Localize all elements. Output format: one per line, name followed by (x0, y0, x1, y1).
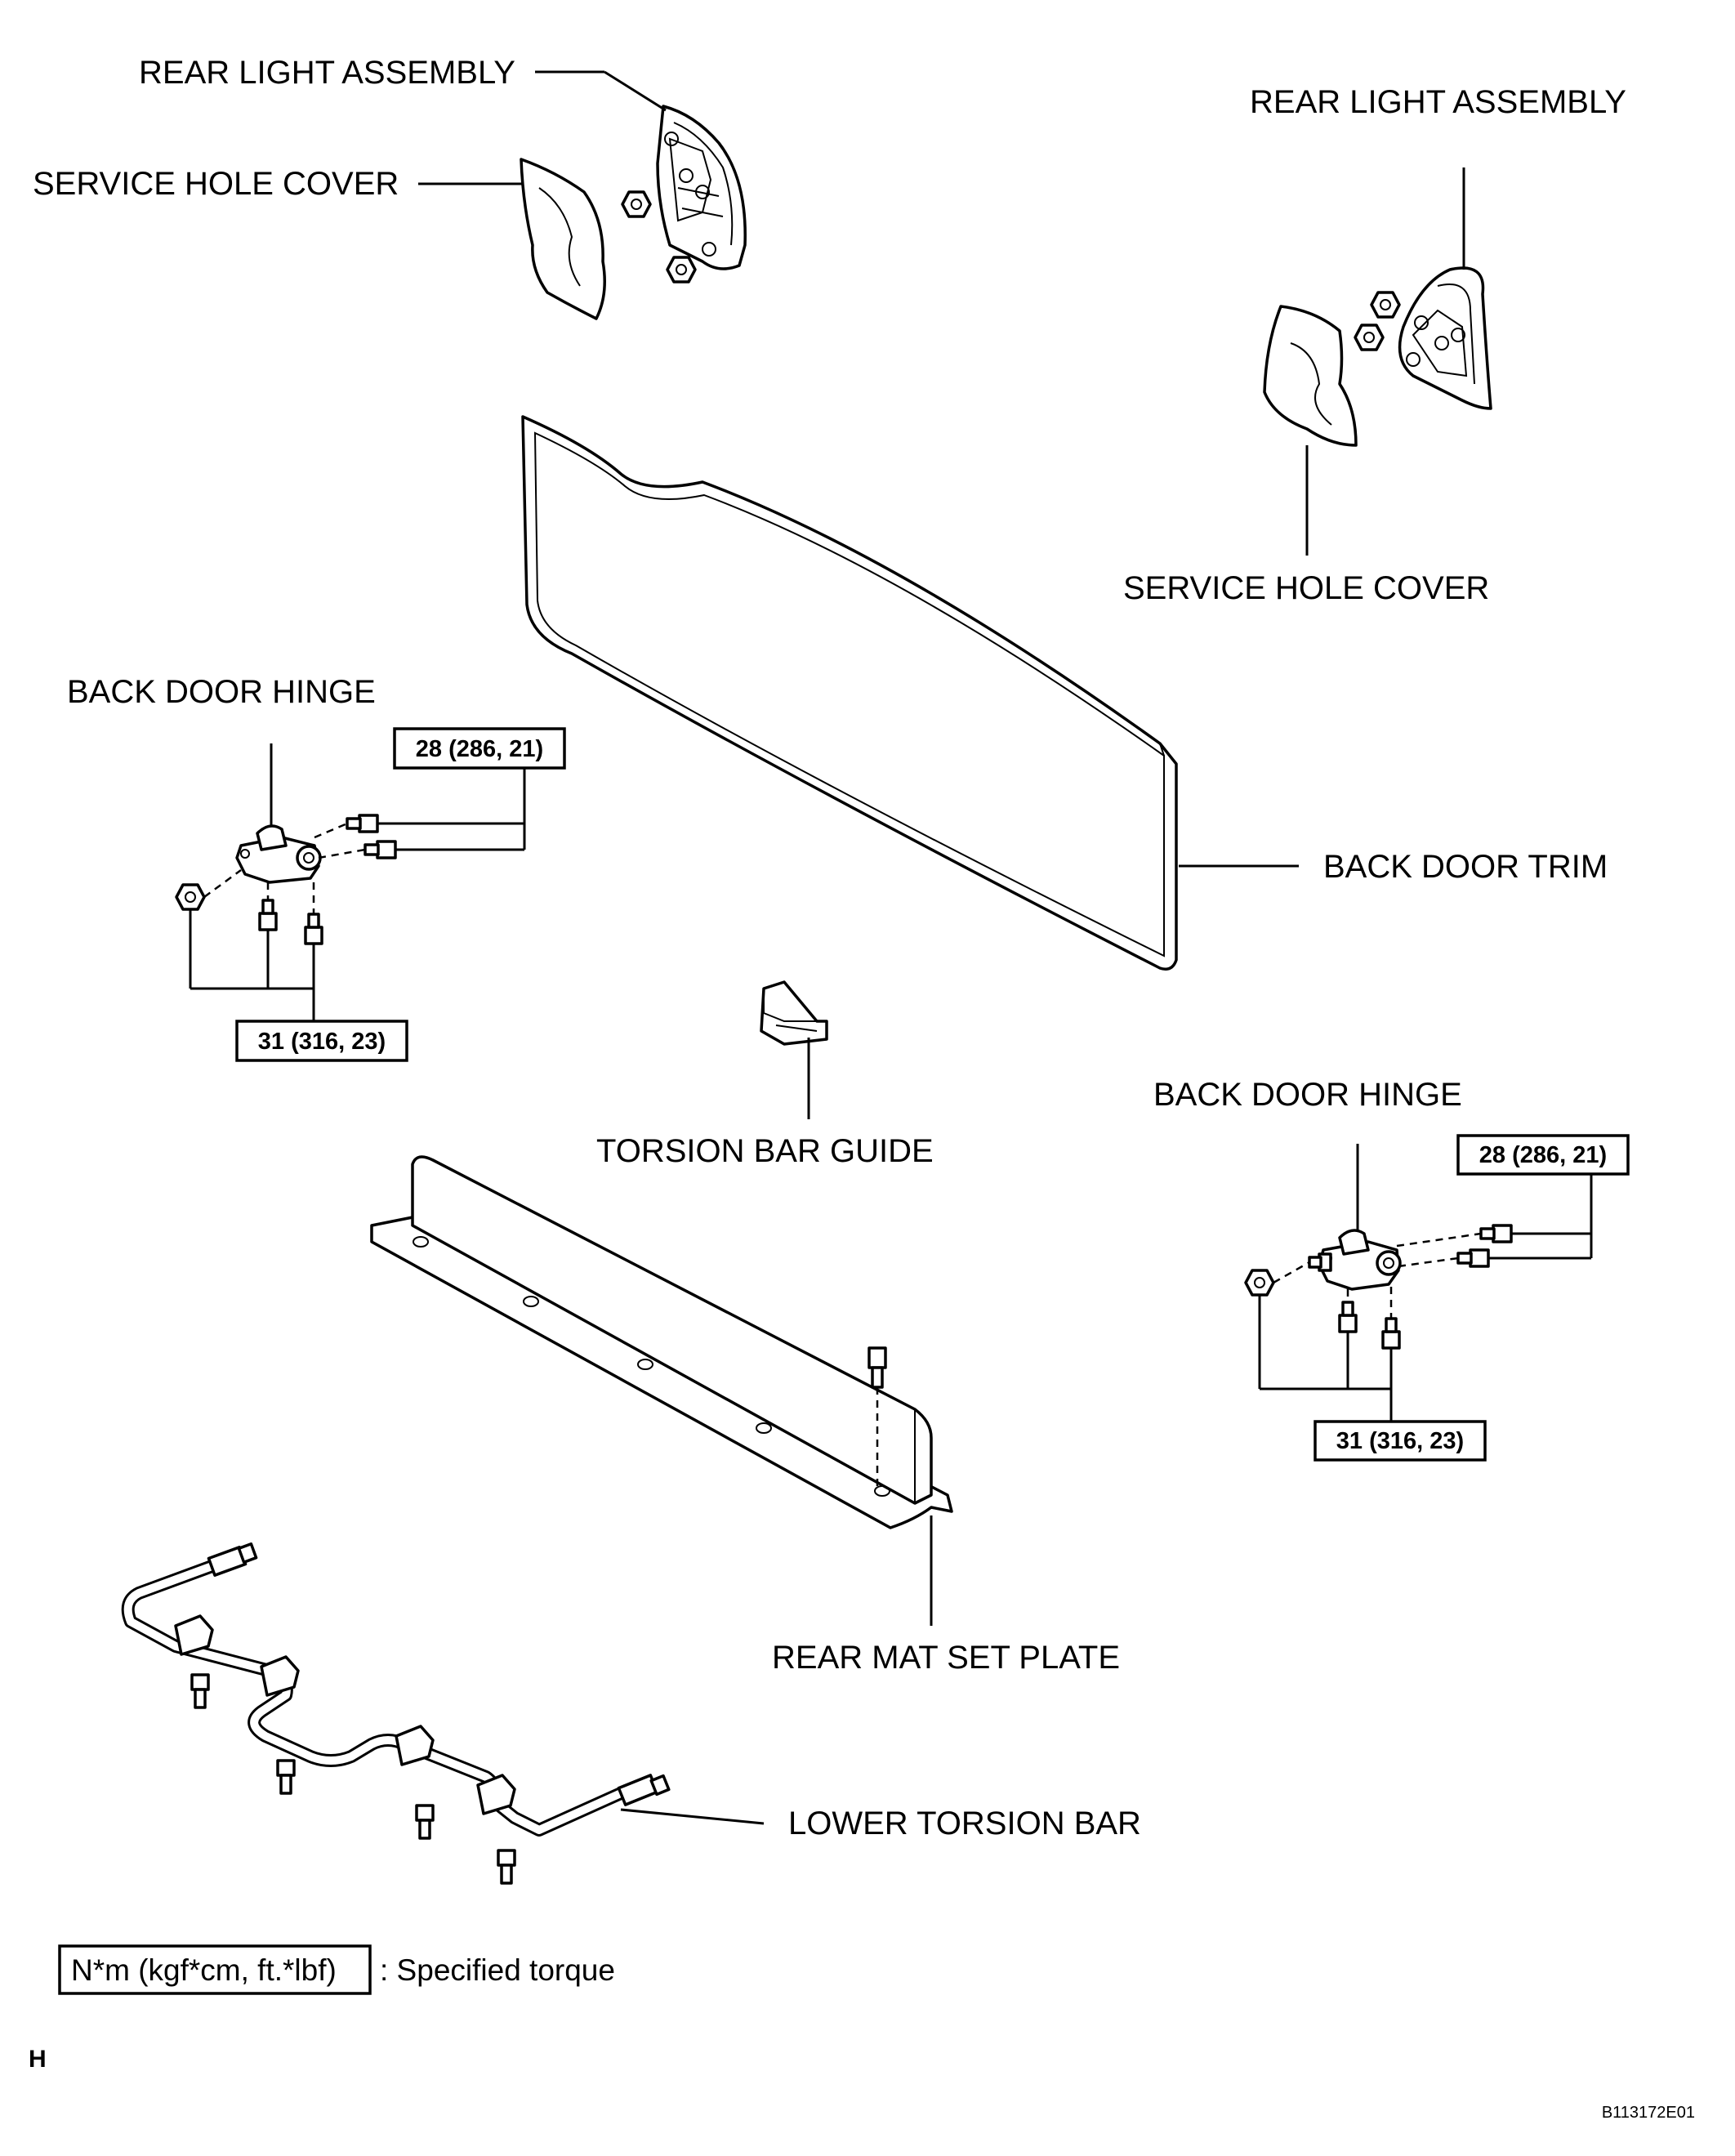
bolt-icon (1308, 1252, 1332, 1272)
label-rear-light-assembly-right: REAR LIGHT ASSEMBLY (1250, 84, 1626, 120)
back-door-hinge-right (1318, 1229, 1402, 1291)
bolt-icon (304, 913, 323, 945)
figure-code: B113172E01 (1602, 2104, 1695, 2122)
label-service-hole-cover-left: SERVICE HOLE COVER (33, 166, 399, 202)
torque-value-left-hinge-lower: 31 (316, 23) (258, 1029, 386, 1055)
torque-value-right-hinge-upper: 28 (286, 21) (1479, 1142, 1607, 1168)
bolt-icon (258, 899, 278, 931)
nut-icon (666, 256, 697, 283)
label-back-door-trim: BACK DOOR TRIM (1323, 849, 1608, 885)
nut-icon (1244, 1269, 1275, 1297)
bolt-icon (276, 1759, 296, 1795)
leader-line (620, 1808, 765, 1825)
bolt-icon (1479, 1224, 1513, 1243)
label-rear-mat-set-plate: REAR MAT SET PLATE (772, 1640, 1120, 1676)
label-rear-light-assembly-left: REAR LIGHT ASSEMBLY (139, 55, 515, 91)
leader-line (604, 70, 667, 112)
nut-icon (1354, 324, 1385, 351)
bolt-icon (868, 1346, 887, 1389)
label-back-door-hinge-right: BACK DOOR HINGE (1153, 1077, 1462, 1113)
back-door-hinge-left (235, 824, 322, 884)
rear-light-assembly-right (1398, 266, 1492, 410)
bolt-icon (346, 814, 379, 833)
bolt-icon (497, 1849, 516, 1885)
bolt-icon (415, 1804, 435, 1840)
label-back-door-hinge-left: BACK DOOR HINGE (67, 674, 376, 710)
torque-box (1456, 1134, 1630, 1176)
rear-light-assembly-left (656, 105, 747, 270)
bolt-icon (190, 1673, 210, 1709)
bolt-icon (364, 840, 397, 859)
label-lower-torsion-bar: LOWER TORSION BAR (788, 1806, 1141, 1841)
torque-box (1314, 1420, 1487, 1462)
bolt-icon (1381, 1317, 1401, 1350)
torque-box (393, 727, 566, 770)
rear-mat-set-plate (370, 1155, 953, 1529)
service-hole-cover-left (520, 158, 606, 320)
label-service-hole-cover-right: SERVICE HOLE COVER (1123, 570, 1489, 606)
nut-icon (1370, 291, 1401, 319)
torsion-bar-guide (760, 980, 828, 1046)
torque-value-left-hinge-upper: 28 (286, 21) (416, 736, 543, 762)
torque-box (235, 1020, 408, 1062)
legend-unit-text: N*m (kgf*cm, ft.*lbf) (71, 1953, 337, 1987)
legend-unit-box (58, 1944, 372, 1995)
nut-icon (621, 190, 652, 218)
torque-value-right-hinge-lower: 31 (316, 23) (1336, 1428, 1464, 1454)
service-hole-cover-right (1263, 305, 1358, 447)
section-letter: H (29, 2046, 47, 2073)
back-door-trim (521, 415, 1178, 971)
lower-torsion-bar (121, 1542, 671, 1837)
nut-icon (175, 883, 206, 911)
label-torsion-bar-guide: TORSION BAR GUIDE (596, 1133, 934, 1169)
bolt-icon (1338, 1301, 1358, 1333)
legend-description: : Specified torque (380, 1953, 615, 1987)
bolt-icon (1456, 1248, 1490, 1268)
